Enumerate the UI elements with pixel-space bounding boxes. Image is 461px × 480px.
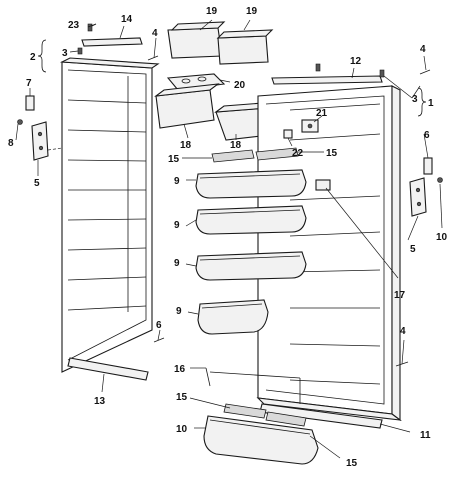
callout-12: 12	[350, 56, 362, 67]
callout-19: 19	[206, 6, 218, 17]
dairy-compartment-base	[166, 73, 226, 91]
callout-18: 18	[180, 140, 192, 151]
brace-right	[417, 87, 427, 117]
dairy-door-covers	[167, 21, 274, 65]
callout-1: 1	[428, 98, 434, 109]
hinge-screw-left	[77, 47, 83, 55]
door-stop-right	[423, 157, 433, 175]
leader-lines	[15, 19, 443, 459]
clip-22	[283, 129, 293, 139]
callout-3: 3	[62, 48, 68, 59]
fitting-17	[315, 179, 331, 191]
shelf-clips-upper	[211, 147, 299, 163]
callout-labels: 23 14 2 3 4 7 8 5 6 13 19 19 20 18 18 12…	[8, 6, 448, 469]
bottom-door-bin	[203, 415, 319, 465]
hinge-bracket-right	[409, 177, 427, 217]
trim-screw	[87, 23, 93, 32]
bottom-trim-strip	[67, 357, 149, 381]
brace-left	[37, 39, 47, 73]
callout-6: 6	[424, 130, 430, 141]
top-door-strip	[271, 75, 383, 85]
callout-17: 17	[394, 290, 406, 301]
callout-10: 10	[176, 424, 188, 435]
shelf-rod	[205, 367, 301, 404]
callout-14: 14	[121, 14, 133, 25]
right-door-liner	[256, 85, 402, 422]
callout-11: 11	[420, 430, 431, 441]
callout-9: 9	[174, 258, 180, 269]
callout-22: 22	[292, 148, 304, 159]
callout-6: 6	[156, 320, 162, 331]
hinge-bracket-left	[31, 121, 49, 161]
callout-13: 13	[94, 396, 106, 407]
callout-9: 9	[174, 220, 180, 231]
top-trim-strip	[81, 37, 143, 47]
callout-15: 15	[346, 458, 358, 469]
callout-19: 19	[246, 6, 258, 17]
callout-9: 9	[176, 306, 182, 317]
callout-8: 8	[8, 138, 14, 149]
callout-21: 21	[316, 108, 328, 119]
callout-15: 15	[168, 154, 180, 165]
left-door-panel	[59, 57, 160, 373]
door-shelf-4	[197, 299, 269, 335]
callout-5: 5	[410, 244, 416, 255]
bracket-21	[301, 119, 319, 133]
door-shelf-3	[195, 251, 307, 281]
callout-4: 4	[152, 28, 158, 39]
door-shelf-1	[195, 169, 307, 199]
callout-16: 16	[174, 364, 186, 375]
hinge-pin-top-left	[147, 55, 159, 61]
bracket-screw-right	[437, 177, 443, 183]
shelf-clips-lower	[223, 403, 307, 427]
callout-5: 5	[34, 178, 40, 189]
callout-23: 23	[68, 20, 80, 31]
callout-4: 4	[400, 326, 406, 337]
callout-10: 10	[436, 232, 448, 243]
callout-3: 3	[412, 94, 418, 105]
callout-15: 15	[326, 148, 338, 159]
door-shelf-2	[195, 205, 307, 235]
callout-18: 18	[230, 140, 242, 151]
callout-2: 2	[30, 52, 36, 63]
callout-9: 9	[174, 176, 180, 187]
hinge-pins-top-right	[315, 63, 431, 78]
callout-7: 7	[26, 78, 32, 89]
door-stop-left	[25, 95, 35, 111]
hinge-pin-bottom-left	[153, 337, 165, 343]
callout-4: 4	[420, 44, 426, 55]
callout-20: 20	[234, 80, 246, 91]
bracket-screw-left	[17, 119, 23, 125]
callout-15: 15	[176, 392, 188, 403]
